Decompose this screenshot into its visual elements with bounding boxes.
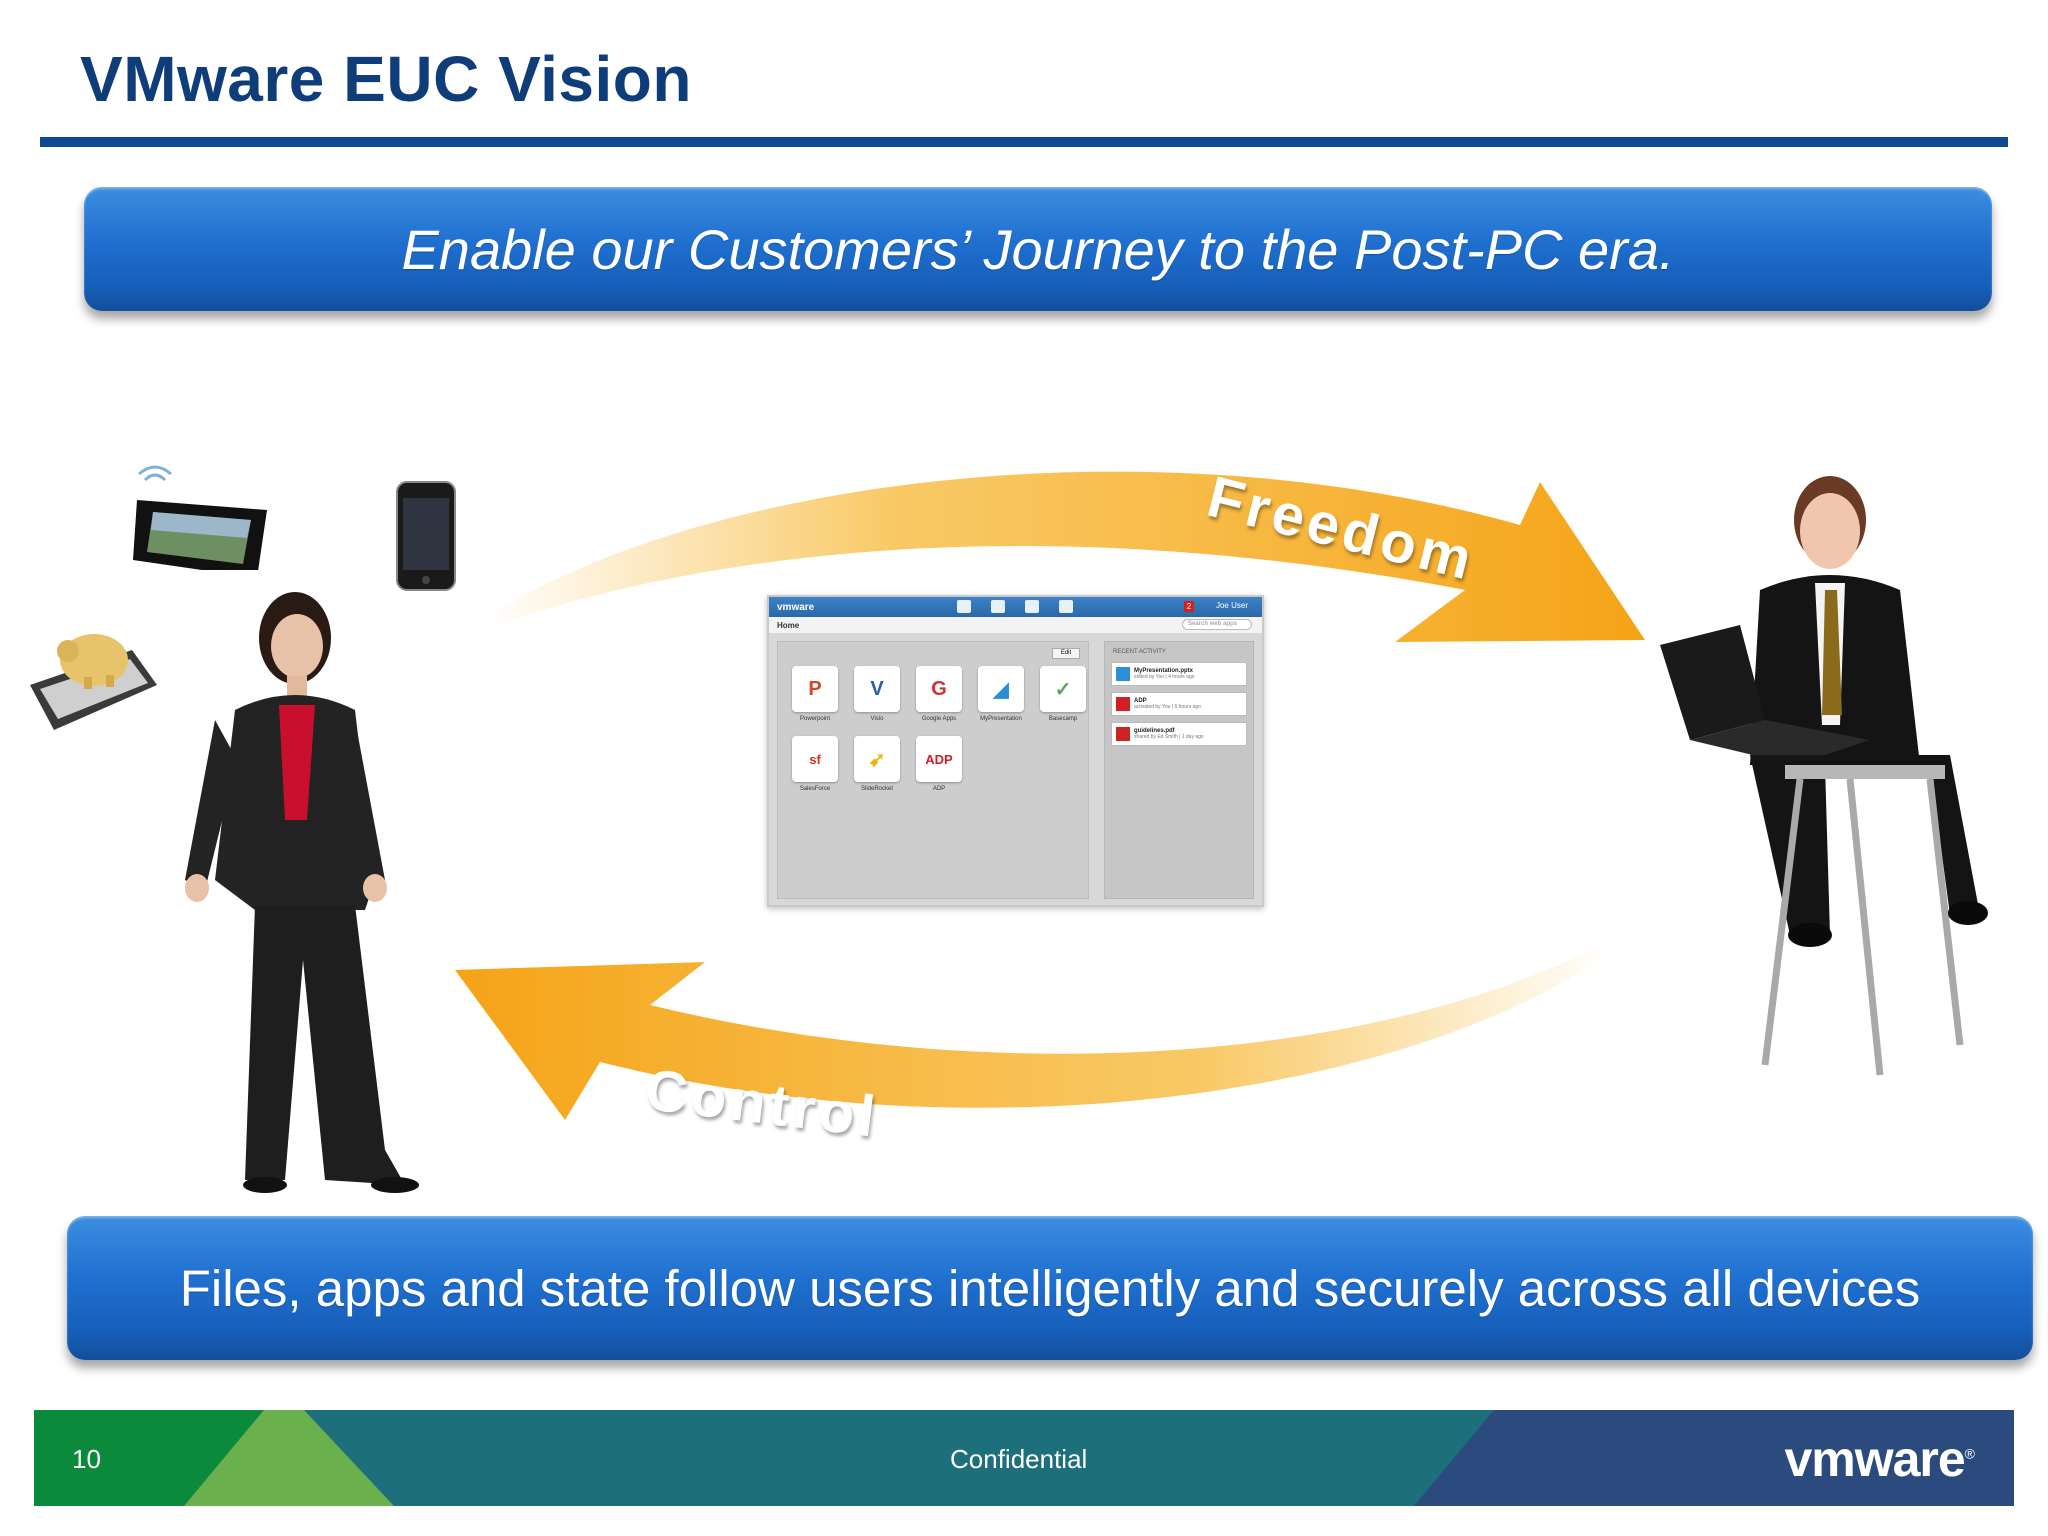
photo-frame-icon bbox=[133, 465, 267, 570]
title-divider bbox=[40, 137, 2008, 147]
slide-footer: 10 Confidential vmware® bbox=[34, 1410, 2014, 1506]
activity-file-icon bbox=[1116, 727, 1130, 741]
page-number: 10 bbox=[72, 1444, 101, 1474]
footer-background bbox=[34, 1410, 2014, 1506]
app-tile-icon[interactable]: V bbox=[854, 666, 900, 712]
app-tile[interactable]: ◢ MyPresentation bbox=[972, 666, 1030, 722]
app-tile-label: SlideRocket bbox=[860, 786, 893, 792]
notification-badge[interactable]: 2 bbox=[1184, 601, 1194, 612]
user-menu[interactable]: Joe User bbox=[1215, 601, 1248, 610]
recent-activity-title: RECENT ACTIVITY bbox=[1113, 649, 1166, 655]
app-tile-label: Basecamp bbox=[1048, 716, 1078, 722]
app-tile[interactable]: ➹ SlideRocket bbox=[848, 736, 906, 792]
cycle-arrows bbox=[455, 471, 1645, 1120]
top-banner: Enable our Customers’ Journey to the Pos… bbox=[84, 187, 1992, 311]
businessman-laptop-image bbox=[1660, 476, 1988, 1076]
activity-name: guidelines.pdf bbox=[1134, 728, 1175, 734]
slide-title: VMware EUC Vision bbox=[80, 43, 692, 115]
app-tile[interactable]: V Visio bbox=[848, 666, 906, 722]
app-subbar: Home Search web apps bbox=[769, 617, 1262, 633]
confidential-label: Confidential bbox=[950, 1444, 1088, 1474]
top-banner-text: Enable our Customers’ Journey to the Pos… bbox=[401, 217, 1675, 281]
diagram-stage: Freedom Control bbox=[0, 440, 2048, 1200]
home-icon[interactable] bbox=[957, 600, 971, 613]
app-grid: P Powerpoint V Visio G Google Apps ◢ MyPresenta… bbox=[786, 666, 1092, 792]
vmware-logo-text: vmware bbox=[1784, 1431, 1965, 1487]
app-tile-label: Google Apps bbox=[921, 716, 957, 722]
businesswoman-image bbox=[185, 592, 419, 1193]
vmware-logo: vmware® bbox=[1784, 1431, 1975, 1487]
app-tile-icon[interactable]: ➹ bbox=[854, 736, 900, 782]
app-tile-icon[interactable]: ADP bbox=[916, 736, 962, 782]
app-tile-label: MyPresentation bbox=[980, 716, 1022, 722]
bottom-banner: Files, apps and state follow users intel… bbox=[67, 1216, 2033, 1360]
app-nav bbox=[957, 600, 1073, 613]
app-tile[interactable]: ADP ADP bbox=[910, 736, 968, 792]
app-tile[interactable]: ✓ Basecamp bbox=[1034, 666, 1092, 722]
app-portal-screenshot: vmware 2 Joe User Home Search web apps E… bbox=[767, 595, 1264, 907]
activity-name: ADP bbox=[1134, 698, 1147, 704]
app-launcher-panel: Edit P Powerpoint V Visio G Google Apps ◢ MyPre… bbox=[777, 641, 1089, 899]
folder-icon[interactable] bbox=[991, 600, 1005, 613]
activity-name: MyPresentation.pptx bbox=[1134, 668, 1194, 674]
activity-meta: shared by Ed Smith | 1 day ago bbox=[1134, 734, 1204, 740]
app-tile-icon[interactable]: ✓ bbox=[1040, 666, 1086, 712]
piggy-bank-calculator-icon bbox=[30, 634, 157, 730]
control-arrow bbox=[455, 945, 1610, 1120]
app-topbar: vmware 2 Joe User bbox=[769, 597, 1262, 617]
activity-file-icon bbox=[1116, 667, 1130, 681]
activity-meta: activated by You | 6 hours ago bbox=[1134, 704, 1201, 710]
app-tile-icon[interactable]: P bbox=[792, 666, 838, 712]
app-tile-icon[interactable]: ◢ bbox=[978, 666, 1024, 712]
app-tile-icon[interactable]: G bbox=[916, 666, 962, 712]
app-tile-label: ADP bbox=[932, 786, 946, 792]
app-tile[interactable]: P Powerpoint bbox=[786, 666, 844, 722]
smartphone-icon bbox=[396, 481, 456, 591]
app-search-input[interactable]: Search web apps bbox=[1182, 619, 1252, 630]
app-tile-label: Visio bbox=[870, 716, 884, 722]
freedom-arrow bbox=[485, 471, 1645, 642]
desktop-icon[interactable] bbox=[1059, 600, 1073, 613]
app-tile-label: Powerpoint bbox=[799, 716, 831, 722]
app-tile[interactable]: G Google Apps bbox=[910, 666, 968, 722]
activity-meta: edited by You | 4 hours ago bbox=[1134, 674, 1195, 680]
bottom-banner-text: Files, apps and state follow users intel… bbox=[179, 1259, 1921, 1317]
breadcrumb[interactable]: Home bbox=[777, 620, 800, 630]
app-tile-label: SalesForce bbox=[799, 786, 831, 792]
catalog-icon[interactable] bbox=[1025, 600, 1039, 613]
activity-file-icon bbox=[1116, 697, 1130, 711]
edit-button[interactable]: Edit bbox=[1052, 648, 1080, 659]
app-brand-logo: vmware bbox=[777, 601, 815, 613]
app-tile-icon[interactable]: sf bbox=[792, 736, 838, 782]
